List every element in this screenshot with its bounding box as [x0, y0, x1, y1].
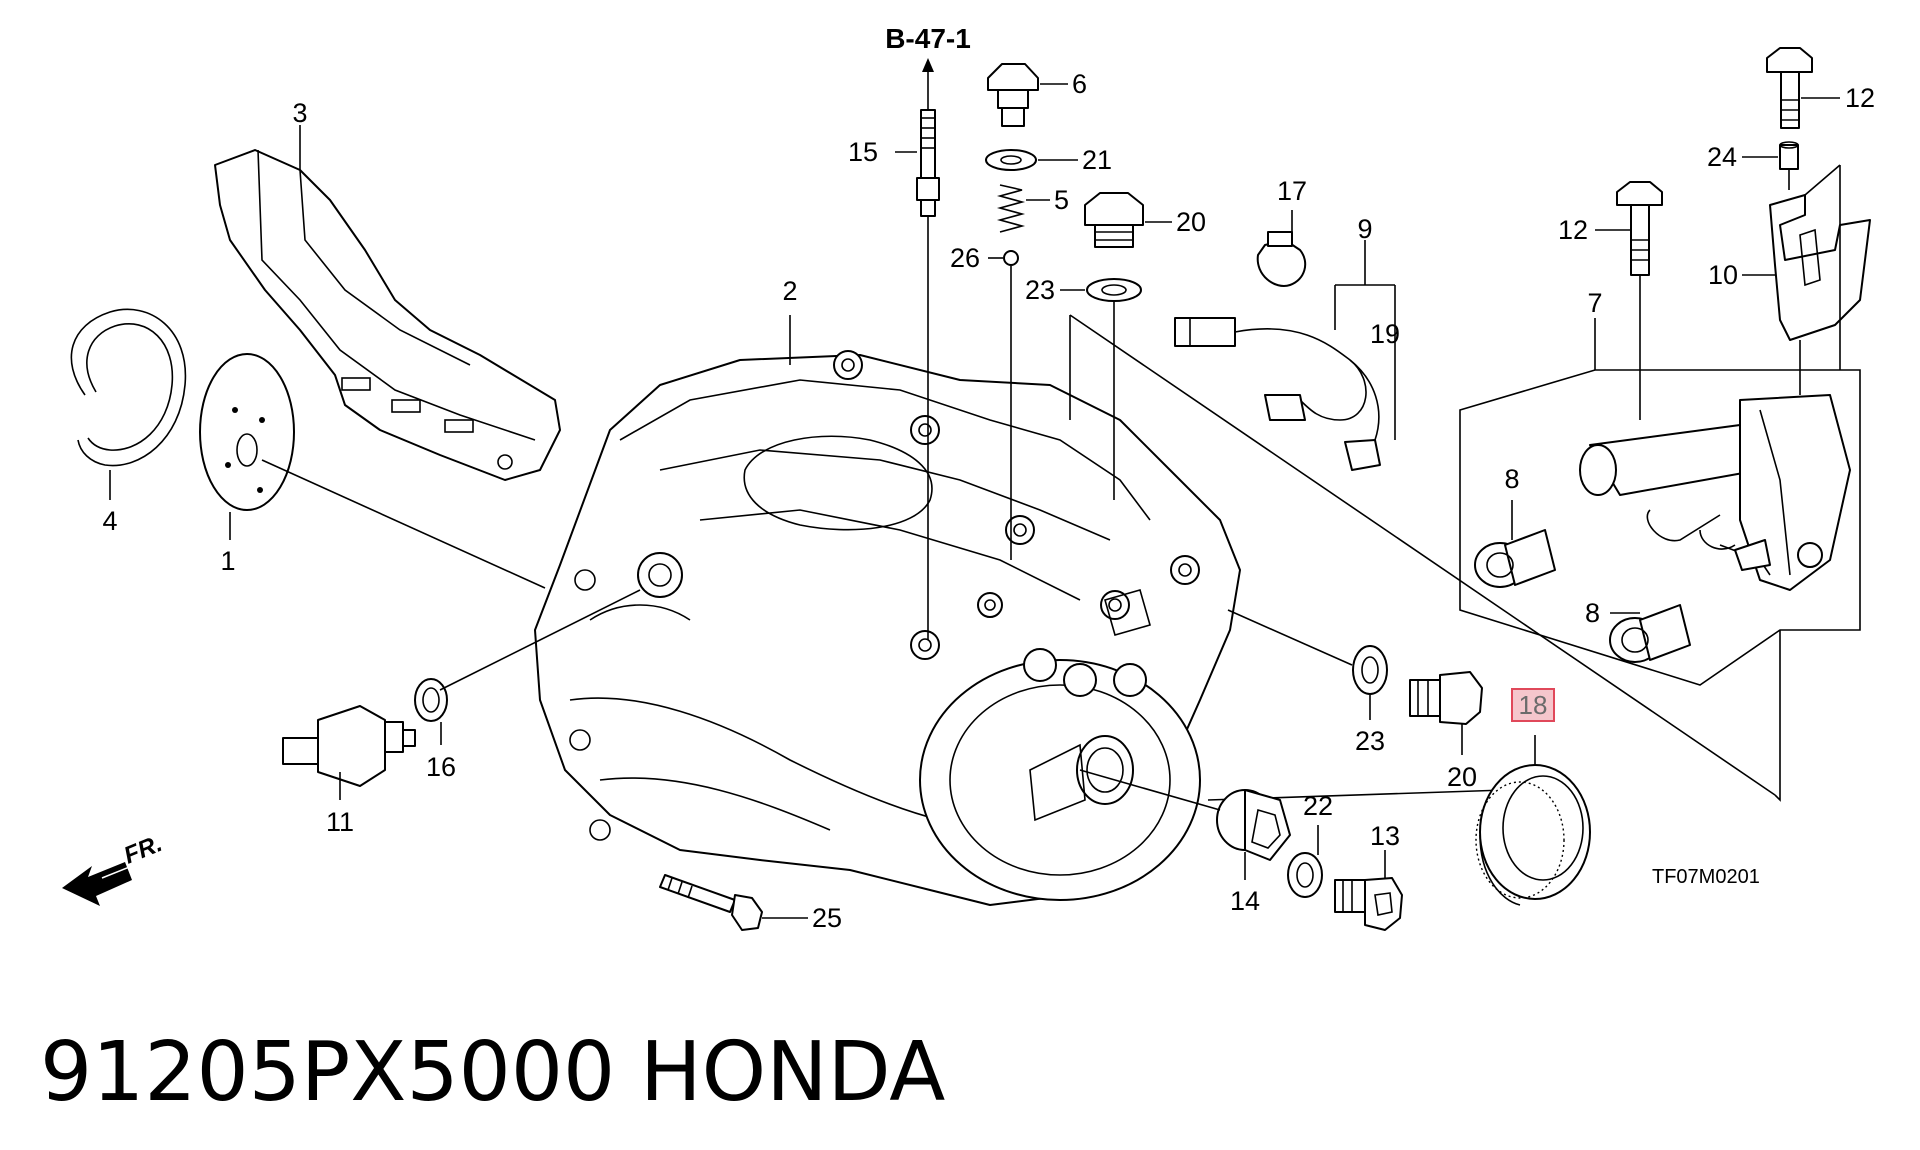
part-label-1: 1: [220, 546, 235, 576]
part-label-19: 19: [1370, 319, 1400, 349]
part-2-transmission-case[interactable]: [534, 315, 1241, 906]
part-label-18: 18: [1519, 690, 1548, 720]
part-label-17: 17: [1277, 176, 1307, 206]
part-label-2: 2: [782, 276, 797, 306]
part-19-wire-harness[interactable]: [1174, 240, 1396, 471]
part-label-6: 6: [1072, 69, 1087, 99]
part-label-12-left: 12: [1558, 215, 1588, 245]
part-label-14: 14: [1230, 886, 1260, 916]
part-label-8-lower: 8: [1585, 598, 1600, 628]
part-18-oil-seal[interactable]: [1475, 735, 1591, 906]
part-label-4: 4: [102, 506, 117, 536]
part-22-washer[interactable]: [1287, 825, 1323, 898]
leader-assembly-7: [1069, 314, 1776, 796]
part-17-clamp[interactable]: [1256, 210, 1307, 287]
part-label-3: 3: [292, 98, 307, 128]
part-18-highlight: [1511, 688, 1555, 722]
front-direction-label: FR.: [120, 830, 166, 870]
part-1-shim[interactable]: [199, 353, 546, 589]
part-label-20-right: 20: [1447, 762, 1477, 792]
part-label-12-right: 12: [1845, 83, 1875, 113]
part-label-26: 26: [950, 243, 980, 273]
part-15-stud[interactable]: [895, 109, 940, 640]
part-12-bolt-left[interactable]: [1595, 181, 1663, 420]
caption-part-number: 91205PX5000: [40, 1025, 615, 1120]
part-8-boot-upper[interactable]: [1474, 500, 1556, 588]
part-5-spring[interactable]: [996, 184, 1050, 233]
part-7-actuator-assembly[interactable]: [1459, 318, 1861, 802]
part-label-8-upper: 8: [1504, 464, 1519, 494]
part-label-13: 13: [1370, 821, 1400, 851]
part-label-9: 9: [1357, 214, 1372, 244]
part-20-plug-right[interactable]: [1409, 671, 1483, 755]
part-10-bracket[interactable]: [1742, 164, 1871, 395]
part-label-16: 16: [426, 752, 456, 782]
reference-label: B-47-1: [885, 23, 971, 54]
part-24-collar[interactable]: [1742, 141, 1799, 190]
part-11-switch[interactable]: [282, 705, 416, 800]
caption-brand: HONDA: [640, 1025, 945, 1120]
part-label-21: 21: [1082, 145, 1112, 175]
part-12-bolt-right[interactable]: [1766, 47, 1840, 129]
part-14-drain-plug[interactable]: [1079, 769, 1291, 880]
part-13-bolt[interactable]: [1334, 850, 1403, 931]
part-label-11: 11: [326, 807, 354, 837]
part-20-plug-top[interactable]: [1084, 192, 1172, 248]
front-direction-arrow: [62, 857, 133, 906]
part-label-5: 5: [1054, 185, 1069, 215]
part-3-cover-bracket[interactable]: [214, 125, 561, 481]
part-label-23-right: 23: [1355, 726, 1385, 756]
part-label-20-top: 20: [1176, 207, 1206, 237]
part-26-ball[interactable]: [988, 250, 1019, 560]
part-label-25: 25: [812, 903, 842, 933]
part-label-10: 10: [1708, 260, 1738, 290]
part-23-washer-right[interactable]: [1227, 609, 1388, 720]
part-6-bolt[interactable]: [987, 63, 1068, 127]
part-23-washer-top[interactable]: [1060, 278, 1142, 500]
part-label-23-top: 23: [1025, 275, 1055, 305]
part-21-washer[interactable]: [985, 149, 1078, 171]
part-25-bolt[interactable]: [659, 874, 808, 931]
part-label-22: 22: [1303, 791, 1333, 821]
part-4-snap-ring[interactable]: [70, 308, 187, 500]
part-16-washer[interactable]: [414, 589, 641, 745]
part-8-boot-lower[interactable]: [1609, 604, 1691, 663]
drawing-code: TF07M0201: [1652, 866, 1760, 888]
part-label-7: 7: [1587, 288, 1602, 318]
part-label-15: 15: [848, 137, 878, 167]
part-label-24: 24: [1707, 142, 1737, 172]
